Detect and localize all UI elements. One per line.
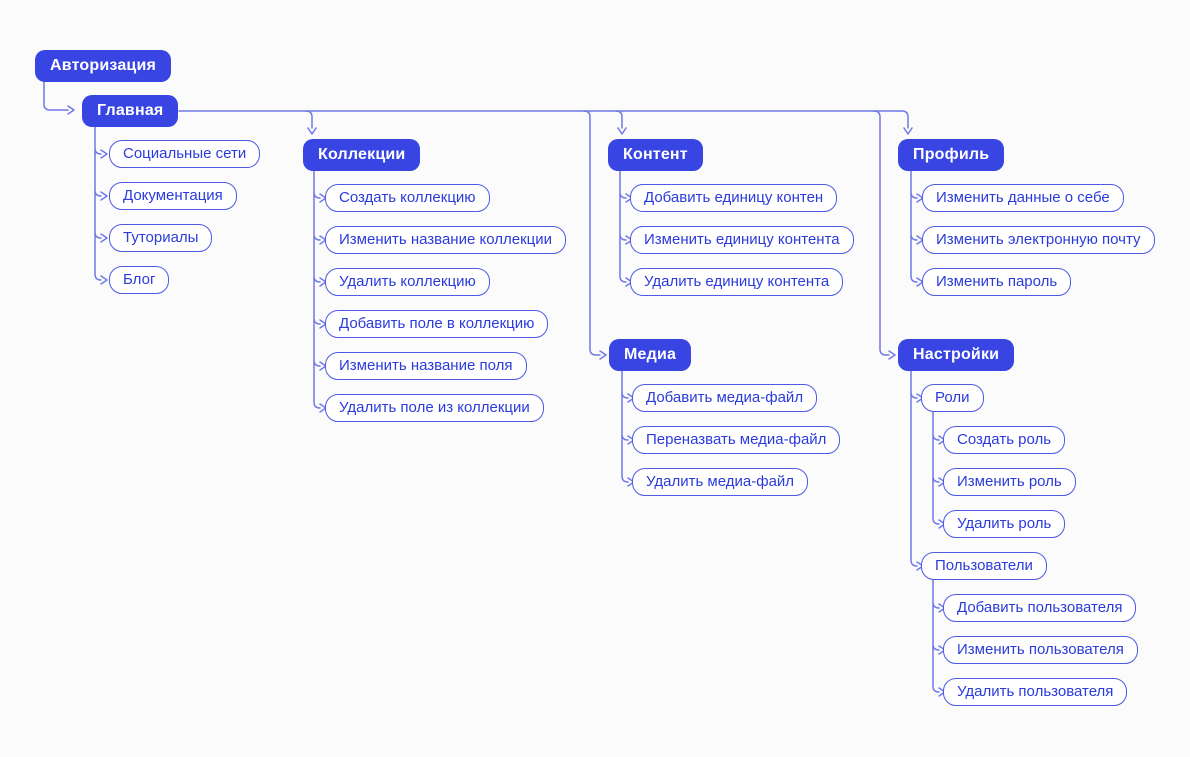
node-home[interactable]: Главная xyxy=(82,95,179,127)
node-delete-media-file[interactable]: Удалить медиа-файл xyxy=(632,468,809,496)
node-delete-role[interactable]: Удалить роль xyxy=(943,510,1066,538)
node-authorization[interactable]: Авторизация xyxy=(35,50,172,82)
node-profile[interactable]: Профиль xyxy=(898,139,1005,171)
node-edit-content-item[interactable]: Изменить единицу контента xyxy=(630,226,854,254)
node-create-collection[interactable]: Создать коллекцию xyxy=(325,184,490,212)
node-delete-field-from-collection[interactable]: Удалить поле из коллекции xyxy=(325,394,544,422)
node-media[interactable]: Медиа xyxy=(609,339,692,371)
node-create-role[interactable]: Создать роль xyxy=(943,426,1066,454)
node-blog[interactable]: Блог xyxy=(109,266,170,294)
node-add-content-item[interactable]: Добавить единицу контен xyxy=(630,184,838,212)
node-tutorials[interactable]: Туториалы xyxy=(109,224,213,252)
node-edit-personal-data[interactable]: Изменить данные о себе xyxy=(922,184,1124,212)
node-documentation[interactable]: Документация xyxy=(109,182,237,210)
node-delete-user[interactable]: Удалить пользователя xyxy=(943,678,1128,706)
node-rename-media-file[interactable]: Переназвать медиа-файл xyxy=(632,426,841,454)
node-edit-role[interactable]: Изменить роль xyxy=(943,468,1076,496)
node-add-field-to-collection[interactable]: Добавить поле в коллекцию xyxy=(325,310,549,338)
node-delete-collection[interactable]: Удалить коллекцию xyxy=(325,268,490,296)
node-edit-user[interactable]: Изменить пользователя xyxy=(943,636,1138,664)
node-content[interactable]: Контент xyxy=(608,139,703,171)
node-collections[interactable]: Коллекции xyxy=(303,139,421,171)
node-add-media-file[interactable]: Добавить медиа-файл xyxy=(632,384,818,412)
node-edit-email[interactable]: Изменить электронную почту xyxy=(922,226,1155,254)
node-add-user[interactable]: Добавить пользователя xyxy=(943,594,1137,622)
node-edit-password[interactable]: Изменить пароль xyxy=(922,268,1072,296)
node-edit-field-name[interactable]: Изменить название поля xyxy=(325,352,527,380)
node-edit-collection-name[interactable]: Изменить название коллекции xyxy=(325,226,566,254)
node-social-networks[interactable]: Социальные сети xyxy=(109,140,261,168)
node-roles[interactable]: Роли xyxy=(921,384,984,412)
node-users[interactable]: Пользователи xyxy=(921,552,1047,580)
node-delete-content-item[interactable]: Удалить единицу контента xyxy=(630,268,844,296)
node-settings[interactable]: Настройки xyxy=(898,339,1015,371)
